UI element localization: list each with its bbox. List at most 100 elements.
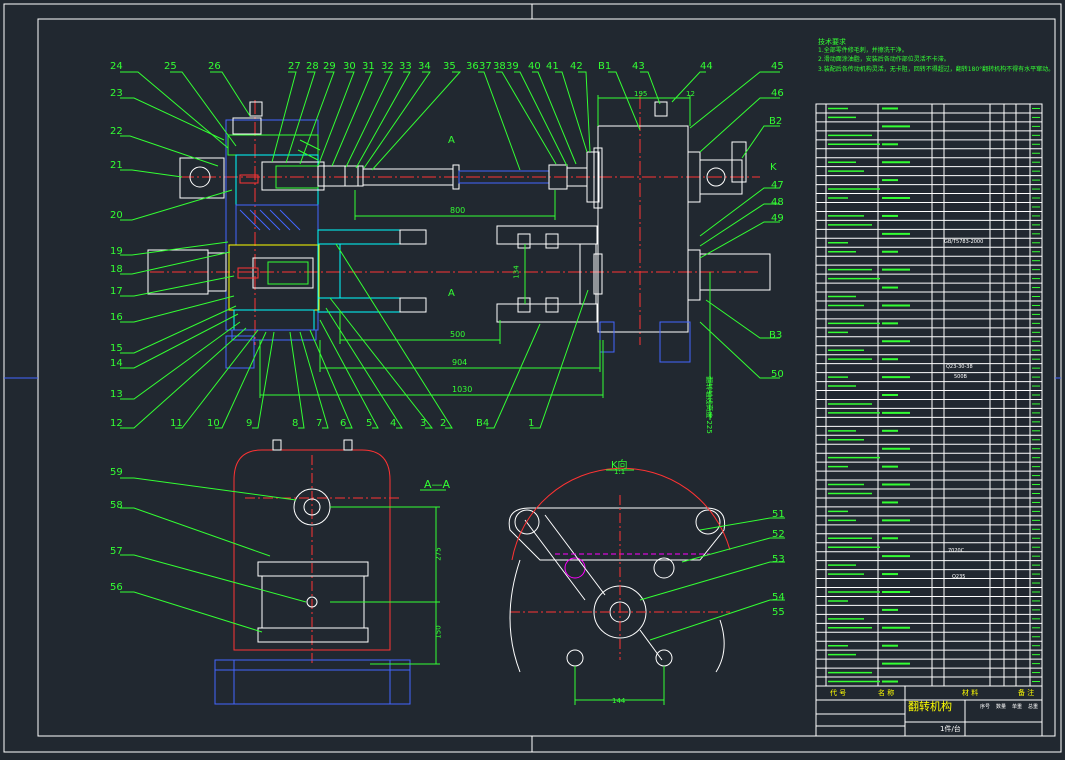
callout-top-21: 44 <box>700 61 713 72</box>
callout-left-9: 14 <box>110 358 123 369</box>
callout-lower-2: 57 <box>110 546 123 557</box>
title-header-code: 代 号 <box>830 689 847 697</box>
callout-lower-6: 53 <box>772 554 785 565</box>
callout-right-0: 45 <box>771 61 784 72</box>
callout-bottom-10: B4 <box>476 418 490 429</box>
dim-150: 150 <box>434 625 443 639</box>
title-scale: 1件/台 <box>940 725 961 733</box>
callout-right-6: 49 <box>771 213 784 224</box>
dim-275: 275 <box>434 547 443 561</box>
callout-left-7: 16 <box>110 312 123 323</box>
callout-left-4: 19 <box>110 246 123 257</box>
k-view <box>508 467 785 705</box>
callout-top-1: 25 <box>164 61 177 72</box>
callout-lower-0: 59 <box>110 467 123 478</box>
callout-lower-5: 52 <box>772 529 785 540</box>
main-view <box>147 95 771 369</box>
tech-note-3: 3.装配后各传动机构灵活，无卡阻，回转不得超过，翻转180°翻转机构不得有水平窜… <box>818 66 1055 73</box>
title-block <box>815 685 1043 737</box>
callout-left-0: 23 <box>110 88 123 99</box>
callout-top-5: 29 <box>323 61 336 72</box>
dim-144: 144 <box>612 697 626 705</box>
callout-bottom-7: 4 <box>390 418 397 429</box>
callout-right-5: 48 <box>771 197 784 208</box>
callout-lower-8: 55 <box>772 607 785 618</box>
callout-bottom-0: 11 <box>170 418 183 429</box>
tech-notes-title: 技术要求 <box>818 38 846 46</box>
sub-header-3: 单重 <box>1012 704 1023 710</box>
callout-lower-3: 56 <box>110 582 123 593</box>
leader-lines <box>120 71 780 429</box>
callout-top-13: 37 <box>479 61 492 72</box>
callout-top-4: 28 <box>306 61 319 72</box>
callout-top-7: 31 <box>362 61 375 72</box>
callout-bottom-8: 3 <box>420 418 427 429</box>
section-a-top: A <box>448 135 455 146</box>
callout-bottom-3: 8 <box>292 418 299 429</box>
tech-note-2: 2.滑动面涂油脂，安装后各动作部位灵活不卡滞。 <box>818 56 950 63</box>
callout-left-6: 17 <box>110 286 123 297</box>
section-a-bottom: A <box>448 288 455 299</box>
callout-left-2: 21 <box>110 160 123 171</box>
dim-225-note: 翻转轴线高度 225 <box>704 376 713 434</box>
callout-right-8: 50 <box>771 369 784 380</box>
callout-top-12: 36 <box>466 61 479 72</box>
callout-left-8: 15 <box>110 343 123 354</box>
bom-material-3: 500B <box>954 374 967 380</box>
callout-top-2: 26 <box>208 61 221 72</box>
dim-800: 800 <box>450 206 466 215</box>
callout-right-1: 46 <box>771 88 784 99</box>
callout-left-3: 20 <box>110 210 123 221</box>
dim-904: 904 <box>452 358 468 367</box>
callout-top-0: 24 <box>110 61 123 72</box>
callout-left-1: 22 <box>110 126 123 137</box>
k-view-scale: 1:1 <box>614 468 626 476</box>
callout-bottom-9: 2 <box>440 418 447 429</box>
callout-left-10: 13 <box>110 389 123 400</box>
callout-right-3: K <box>770 162 777 173</box>
title-header-remark: 备 注 <box>1018 689 1035 697</box>
callout-top-10: 34 <box>418 61 431 72</box>
dim-500: 500 <box>450 330 466 339</box>
bom-material-5: Q235 <box>952 574 966 580</box>
callout-top-8: 32 <box>381 61 394 72</box>
callout-top-16: 40 <box>528 61 541 72</box>
callout-top-6: 30 <box>343 61 356 72</box>
title-header-name: 名 称 <box>878 689 895 697</box>
callout-lower-4: 51 <box>772 509 785 520</box>
callout-bottom-11: 1 <box>528 418 535 429</box>
bom-material-2: Q23-30-38 <box>946 364 973 370</box>
callout-bottom-6: 5 <box>366 418 373 429</box>
tech-note-1: 1.全部零件修毛刺，并擦洗干净。 <box>818 47 908 54</box>
bom-material-4: 7020C <box>948 548 965 554</box>
callout-left-11: 12 <box>110 418 123 429</box>
dimension-lines <box>259 95 711 420</box>
callout-lower-7: 54 <box>772 592 785 603</box>
callout-bottom-2: 9 <box>246 418 253 429</box>
callout-top-3: 27 <box>288 61 301 72</box>
sub-header-2: 数量 <box>996 704 1007 710</box>
callout-top-9: 33 <box>399 61 412 72</box>
callout-right-7: B3 <box>769 330 783 341</box>
callout-right-4: 47 <box>771 180 784 191</box>
k-view-label: K向 <box>611 460 628 471</box>
dim-1030: 1030 <box>452 385 473 394</box>
dim-195: 195 <box>634 90 648 98</box>
dim-12: 12 <box>686 90 695 98</box>
callout-top-17: 41 <box>546 61 559 72</box>
callout-top-19: B1 <box>598 61 612 72</box>
bom-table <box>815 103 1043 687</box>
callout-left-5: 18 <box>110 264 123 275</box>
title-name: 翻转机构 <box>908 700 952 713</box>
callout-top-11: 35 <box>443 61 456 72</box>
callout-top-20: 43 <box>632 61 645 72</box>
callout-bottom-5: 6 <box>340 418 347 429</box>
section-aa-label: A—A <box>424 478 451 491</box>
sub-header-1: 序号 <box>980 704 991 710</box>
sub-header-4: 总重 <box>1028 704 1039 710</box>
callout-top-15: 39 <box>506 61 519 72</box>
callout-lower-1: 58 <box>110 500 123 511</box>
dim-134: 134 <box>512 265 521 279</box>
callout-right-2: B2 <box>769 116 783 127</box>
